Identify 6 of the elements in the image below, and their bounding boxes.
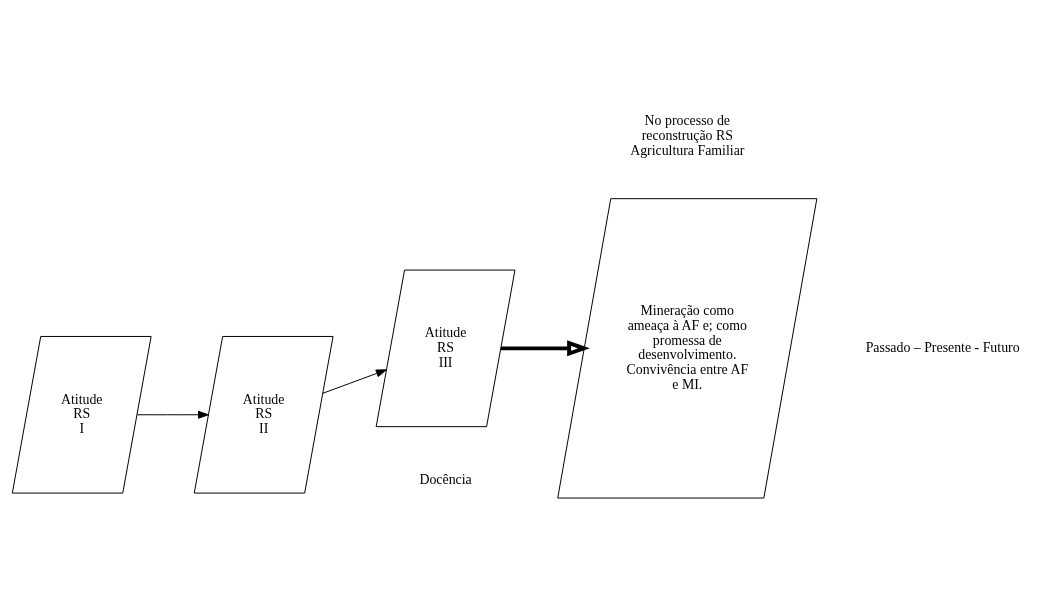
- label: Passado – Presente - Futuro: [865, 340, 1020, 356]
- arrow: [136, 410, 209, 419]
- label: Docência: [419, 471, 472, 487]
- arrow: [322, 369, 387, 394]
- node-label: No processo de reconstrução RS Agricultura Familiar: [630, 113, 745, 158]
- arrow: [500, 340, 590, 357]
